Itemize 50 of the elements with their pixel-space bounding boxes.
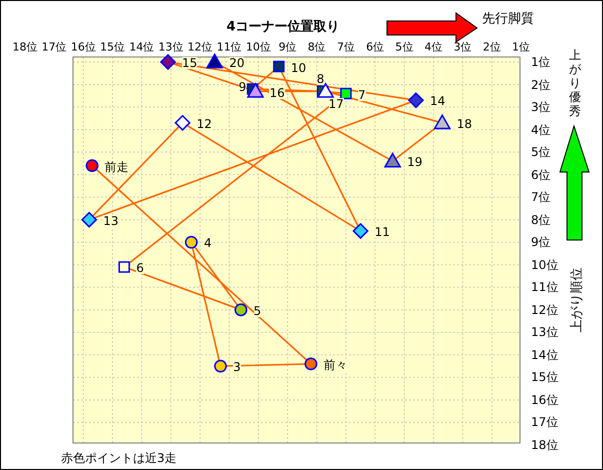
tick-label: 18位 (531, 439, 558, 451)
point-label: 17 (328, 98, 344, 110)
tick-label: 1位 (531, 56, 551, 68)
tick-label: 8位 (531, 214, 551, 226)
tick-label: 18位 (12, 42, 38, 52)
tick-label: 3位 (454, 42, 472, 52)
point-label: 19 (407, 156, 422, 168)
point-label: 20 (229, 57, 244, 69)
tick-label: 9位 (531, 236, 551, 248)
tick-label: 2位 (531, 78, 551, 91)
tick-label: 4位 (531, 124, 551, 136)
tick-label: 1位 (512, 42, 530, 52)
tick-label: 6位 (366, 42, 384, 52)
tick-label: 8位 (308, 42, 326, 52)
point-label: 15 (182, 57, 198, 69)
tick-label: 16位 (70, 42, 96, 52)
tick-label: 2位 (482, 42, 501, 52)
tick-label: 10位 (531, 258, 558, 271)
chart-title: 4コーナー位置取り (226, 20, 340, 34)
axis-title: 上がり順位 (570, 268, 584, 332)
tick-label: 15位 (100, 42, 126, 52)
tick-label: 9位 (278, 42, 297, 52)
tick-label: 13位 (531, 326, 558, 338)
point-label: 13 (103, 214, 119, 227)
tick-label: 14位 (531, 348, 558, 361)
tick-label: 11位 (531, 281, 558, 294)
tick-label: 12位 (531, 304, 558, 316)
tick-label: 12位 (188, 42, 213, 52)
tick-label: 3位 (531, 101, 551, 114)
tick-label: 10位 (246, 42, 271, 52)
tick-label: 17位 (42, 42, 67, 52)
point-label: 16 (269, 87, 285, 100)
tick-label: 17位 (531, 416, 558, 428)
tick-label: 6位 (531, 168, 551, 181)
tick-label: 13位 (158, 42, 184, 52)
tick-label: 7位 (336, 42, 355, 52)
tick-label: 5位 (395, 42, 414, 52)
point-label: 3 (233, 361, 241, 374)
tick-label: 5位 (531, 146, 551, 158)
point-label: 14 (430, 95, 446, 108)
tick-label: 14位 (129, 42, 154, 52)
note-text: 赤色ポイントは近3走 (61, 452, 177, 464)
direction-label: 先行脚質 (482, 12, 534, 26)
tick-label: 15位 (531, 371, 558, 384)
point-label: 6 (136, 262, 144, 274)
tick-label: 4位 (424, 42, 442, 52)
direction-label: 上がり優秀 (568, 48, 582, 118)
tick-label: 11位 (216, 42, 242, 52)
tick-label: 7位 (531, 191, 551, 204)
tick-label: 16位 (531, 394, 558, 406)
